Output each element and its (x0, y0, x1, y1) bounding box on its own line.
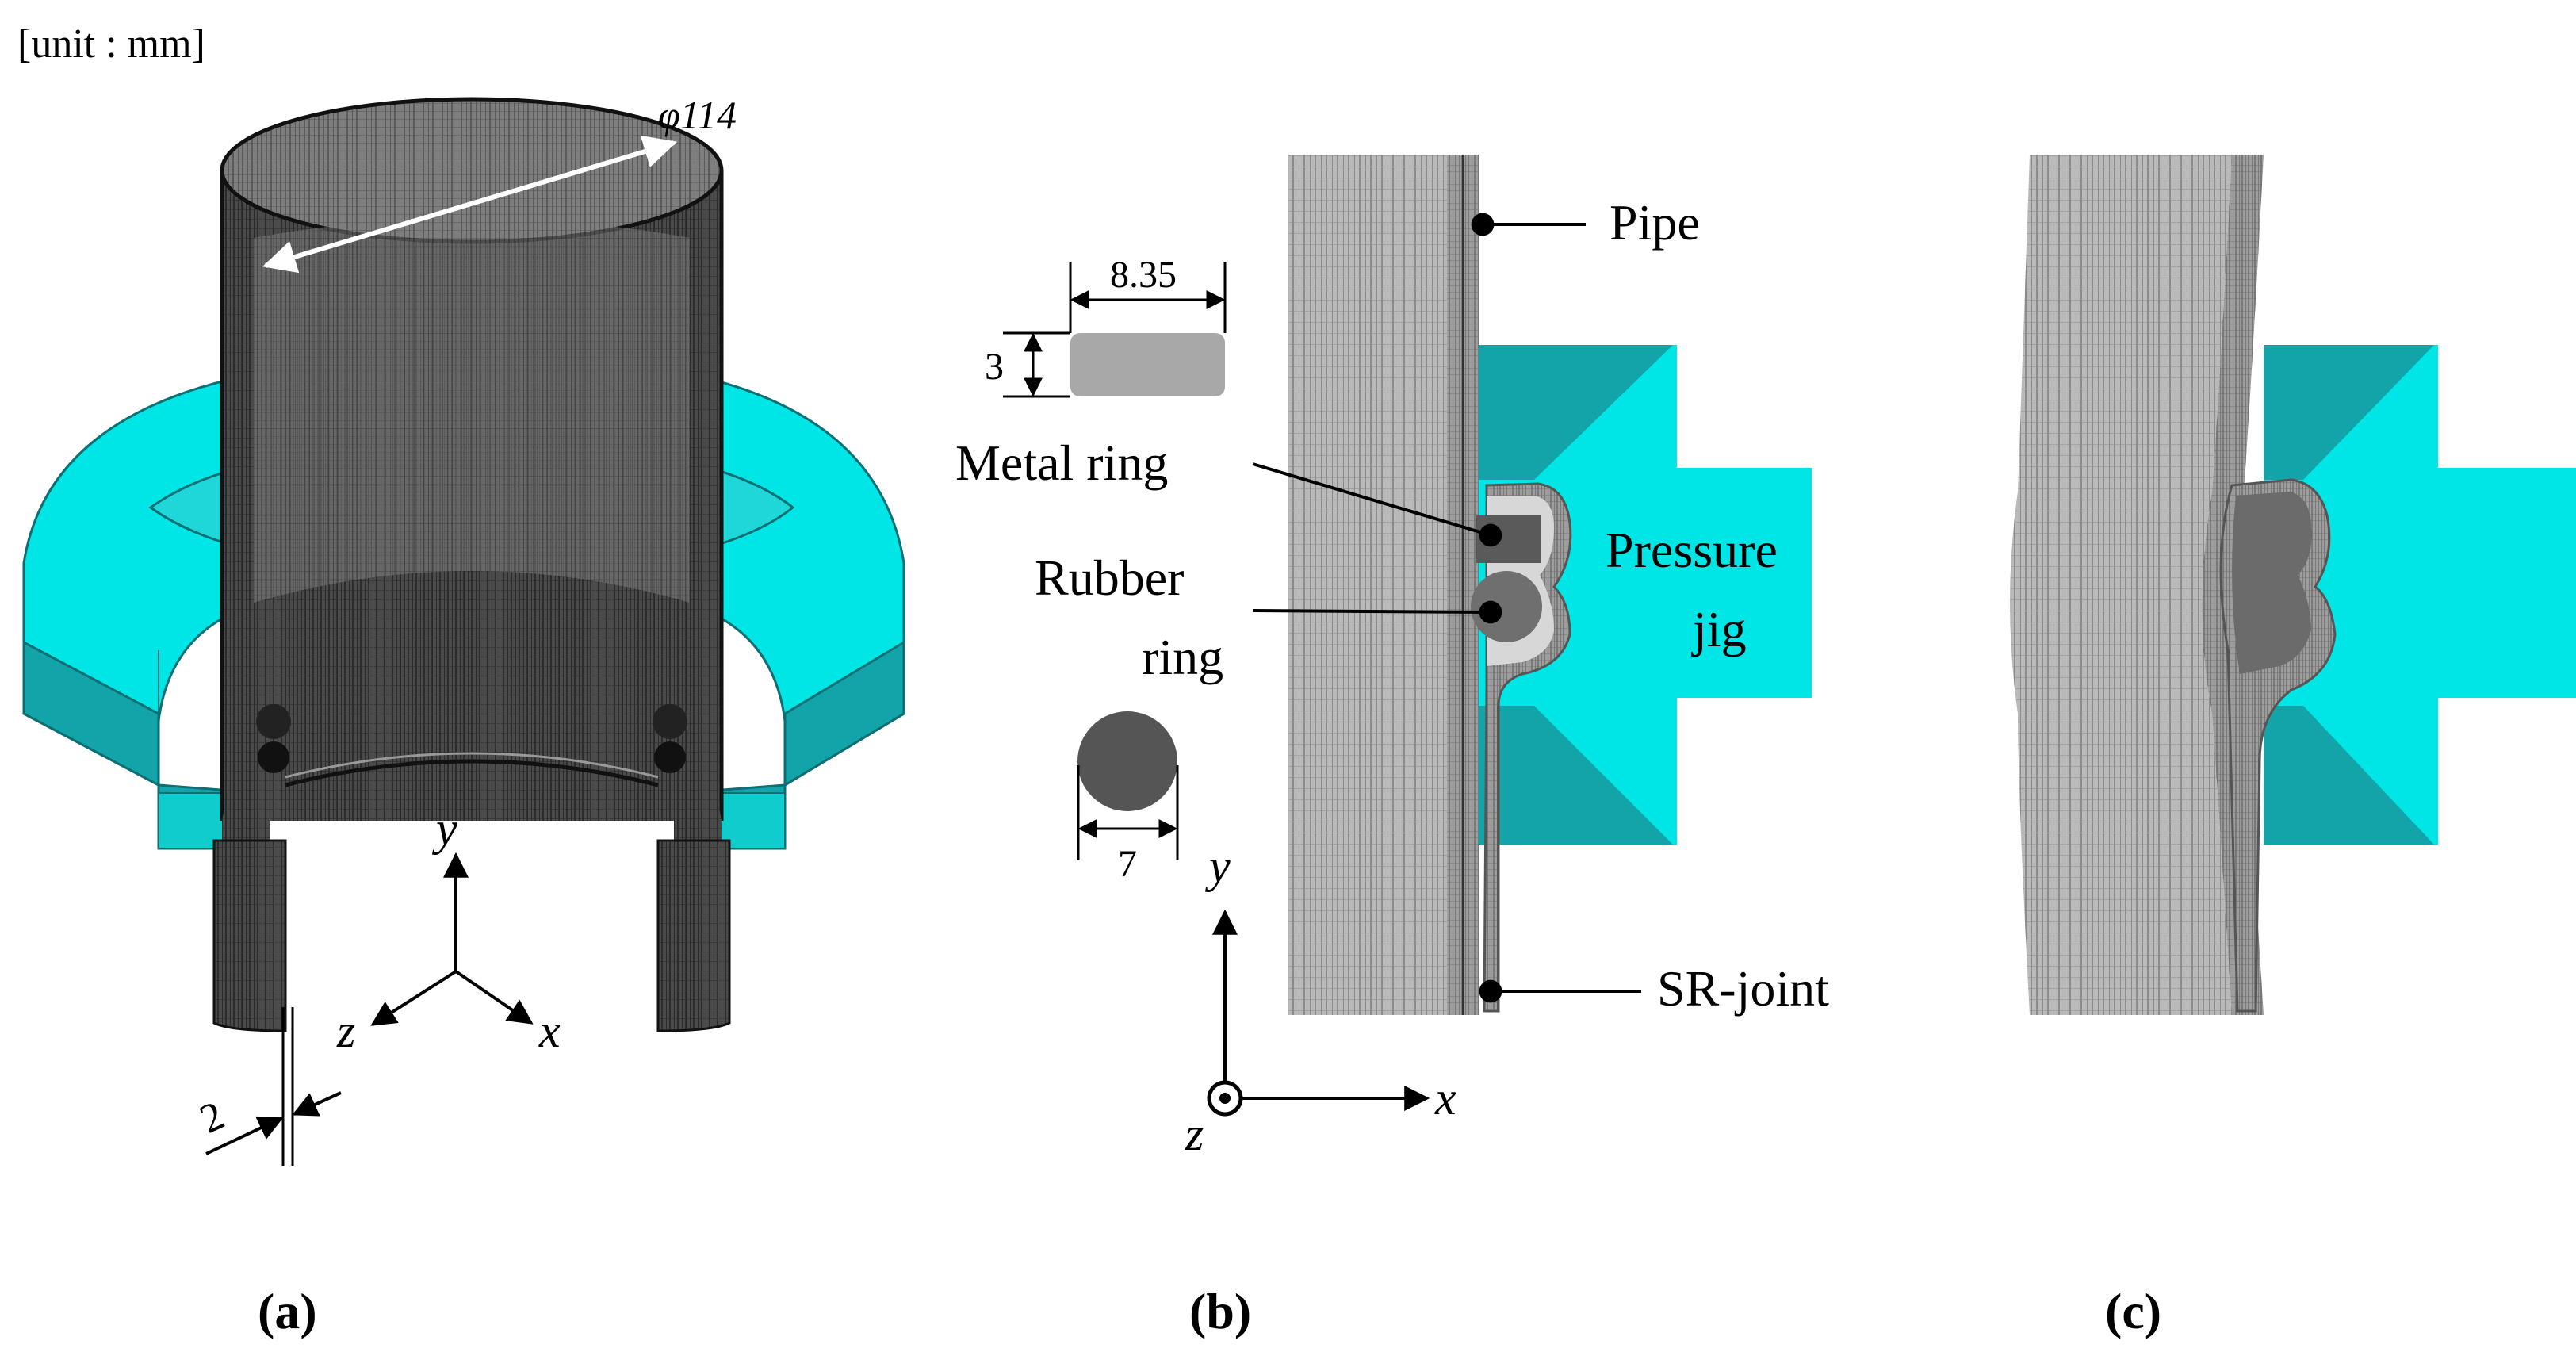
caption-b: (b) (1189, 1283, 1251, 1339)
pipe-3d (212, 97, 731, 1032)
diameter-dimension: φ114 (262, 93, 737, 274)
label-pressure-jig-1: Pressure (1606, 522, 1778, 578)
panel-a: [unit : mm] (17, 21, 905, 1339)
axis-y-label-b: y (1204, 840, 1231, 892)
pressure-jig-b (1479, 345, 1812, 845)
metal-ring-height: 3 (985, 346, 1004, 388)
axis-x-label-a: x (538, 1005, 561, 1057)
caption-c: (c) (2105, 1283, 2161, 1339)
pressure-jig-c (2264, 345, 2576, 845)
diameter-label: φ114 (658, 93, 737, 137)
label-rubber-ring-1: Rubber (1035, 550, 1184, 606)
rubber-ring-section (1471, 571, 1542, 642)
callouts-b: Pipe Metal ring Rubber ring Pressure jig… (955, 194, 1829, 1017)
axis-z-label-b: z (1185, 1108, 1204, 1160)
panel-c: (c) (2010, 155, 2576, 1339)
rubber-ring-schematic: 7 (1077, 711, 1179, 885)
axis-y-label-a: y (431, 802, 457, 855)
axis-x-label-b: x (1434, 1072, 1456, 1124)
caption-a: (a) (258, 1283, 317, 1339)
thickness-label: 2 (193, 1093, 232, 1143)
axes-b: y x z (1185, 840, 1456, 1160)
metal-ring-schematic: 8.35 3 (985, 254, 1227, 398)
pipe-mesh-c (2010, 155, 2232, 1015)
label-pressure-jig-2: jig (1691, 601, 1747, 657)
rubber-ring-diameter: 7 (1118, 843, 1137, 885)
label-rubber-ring-2: ring (1142, 629, 1223, 685)
pipe-mesh-b (1288, 155, 1463, 1015)
label-pipe: Pipe (1610, 194, 1700, 251)
axis-z-label-a: z (336, 1005, 355, 1057)
metal-ring-width: 8.35 (1110, 254, 1177, 296)
metal-ring-section (1476, 515, 1541, 563)
label-sr-joint: SR-joint (1657, 960, 1829, 1017)
label-metal-ring: Metal ring (955, 435, 1168, 491)
axes-a: y x z (336, 802, 561, 1057)
unit-note: [unit : mm] (17, 21, 205, 67)
panel-b: 8.35 3 7 Pipe Metal ring Rubber ring Pre… (955, 155, 1829, 1339)
